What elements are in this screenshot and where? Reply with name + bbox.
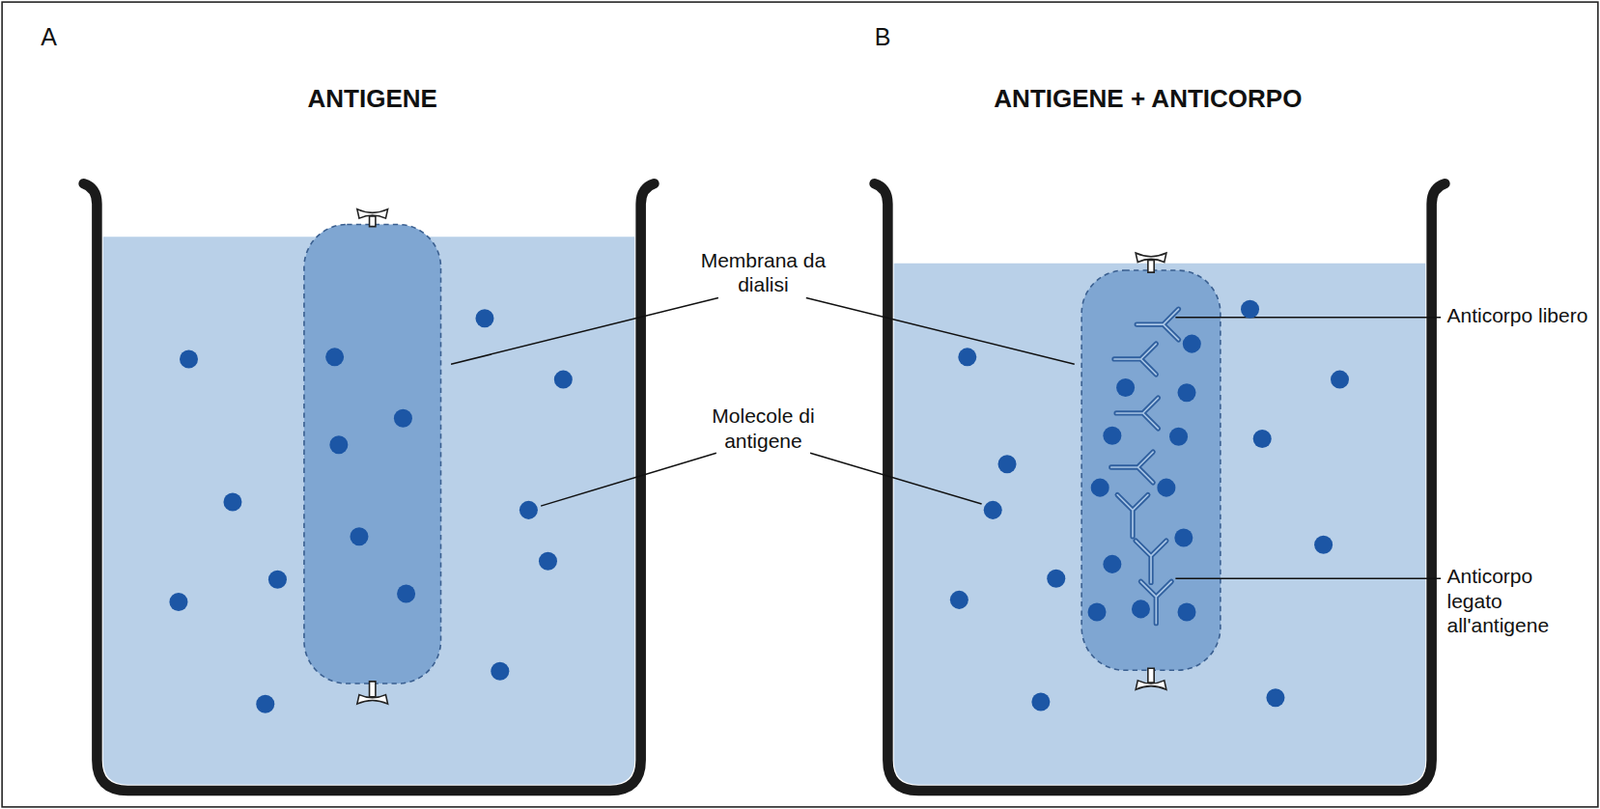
callout-label: Anticorpo legato all'antigene: [1446, 563, 1590, 638]
antigen-dot: [1182, 335, 1202, 354]
antigen-dot: [475, 308, 494, 328]
antibody-outline: [1135, 540, 1167, 583]
solution: [894, 263, 1427, 786]
panel-letter: A: [40, 22, 82, 52]
antigen-dot: [396, 585, 416, 604]
antigen-dot: [1116, 378, 1135, 397]
dialysis-bag: [304, 224, 442, 684]
antigen-dot: [223, 492, 242, 511]
panel-title: ANTIGENE: [189, 84, 557, 114]
antibody-core: [1114, 343, 1156, 375]
antibody: [1114, 343, 1156, 375]
antigen-dot: [1265, 688, 1285, 707]
beaker: [874, 183, 1446, 791]
callout-label: Molecole di antigene: [690, 403, 836, 452]
antigen-dot: [1330, 370, 1349, 390]
antibody: [1117, 495, 1149, 537]
antigen-dot: [1240, 300, 1260, 319]
antibody-core: [1136, 308, 1179, 340]
antibody-outline: [1111, 451, 1153, 483]
antigen-dot: [1088, 603, 1107, 622]
antigen-dot: [1177, 603, 1196, 622]
antigen-dot: [1091, 478, 1110, 498]
antigen-dot: [1102, 426, 1122, 446]
antibody: [1116, 397, 1158, 429]
antibody-core: [1117, 495, 1149, 537]
antigen-dot: [998, 454, 1017, 474]
antigen-dot: [538, 552, 558, 571]
antigen-dot: [1177, 383, 1196, 402]
antibody-core: [1135, 540, 1167, 583]
antigen-dot: [179, 349, 198, 368]
antigen-dot: [1131, 599, 1151, 618]
antigen-dot: [1156, 478, 1176, 498]
antigen-dot: [1174, 528, 1193, 547]
antibody: [1135, 540, 1167, 583]
antigen-dot: [329, 435, 348, 454]
bag-clips: [357, 209, 1167, 705]
antigen-dot: [983, 501, 1003, 520]
beaker: [84, 183, 655, 791]
antigen-molecules: [168, 300, 1349, 714]
antigen-dot: [349, 527, 368, 546]
antibody-core: [1116, 397, 1158, 429]
antigen-dot: [957, 347, 977, 366]
antigen-dot: [393, 409, 413, 428]
antibody-outline: [1114, 343, 1156, 375]
antigen-dot: [255, 695, 275, 714]
antibodies: [1111, 308, 1179, 623]
antigen-dot: [268, 570, 287, 590]
antigen-dot: [554, 370, 573, 390]
antigen-dot: [168, 592, 188, 612]
antibody-core: [1111, 451, 1153, 483]
antigen-dot: [325, 347, 344, 366]
antigen-dot: [1314, 535, 1333, 555]
callout-label: Anticorpo libero: [1446, 303, 1590, 328]
antigen-dot: [950, 590, 969, 610]
antigen-dot: [519, 501, 538, 520]
panel-title: ANTIGENE + ANTICORPO: [913, 84, 1383, 114]
callout-label: Membrana da dialisi: [690, 248, 836, 297]
antibody-outline: [1116, 397, 1158, 429]
antigen-dot: [1253, 429, 1272, 449]
antibody: [1111, 451, 1153, 483]
dialysis-bag: [1081, 270, 1221, 671]
leader-lines: [450, 298, 1441, 580]
antigen-dot: [490, 662, 509, 681]
panel-letter: B: [874, 22, 916, 52]
antigen-dot: [1031, 693, 1050, 712]
antigen-dot: [1046, 569, 1066, 589]
antigen-dot: [1102, 555, 1122, 574]
antigen-dot: [1169, 427, 1188, 447]
antibody-outline: [1117, 495, 1149, 537]
antibody: [1136, 308, 1179, 340]
antibody-outline: [1136, 308, 1179, 340]
